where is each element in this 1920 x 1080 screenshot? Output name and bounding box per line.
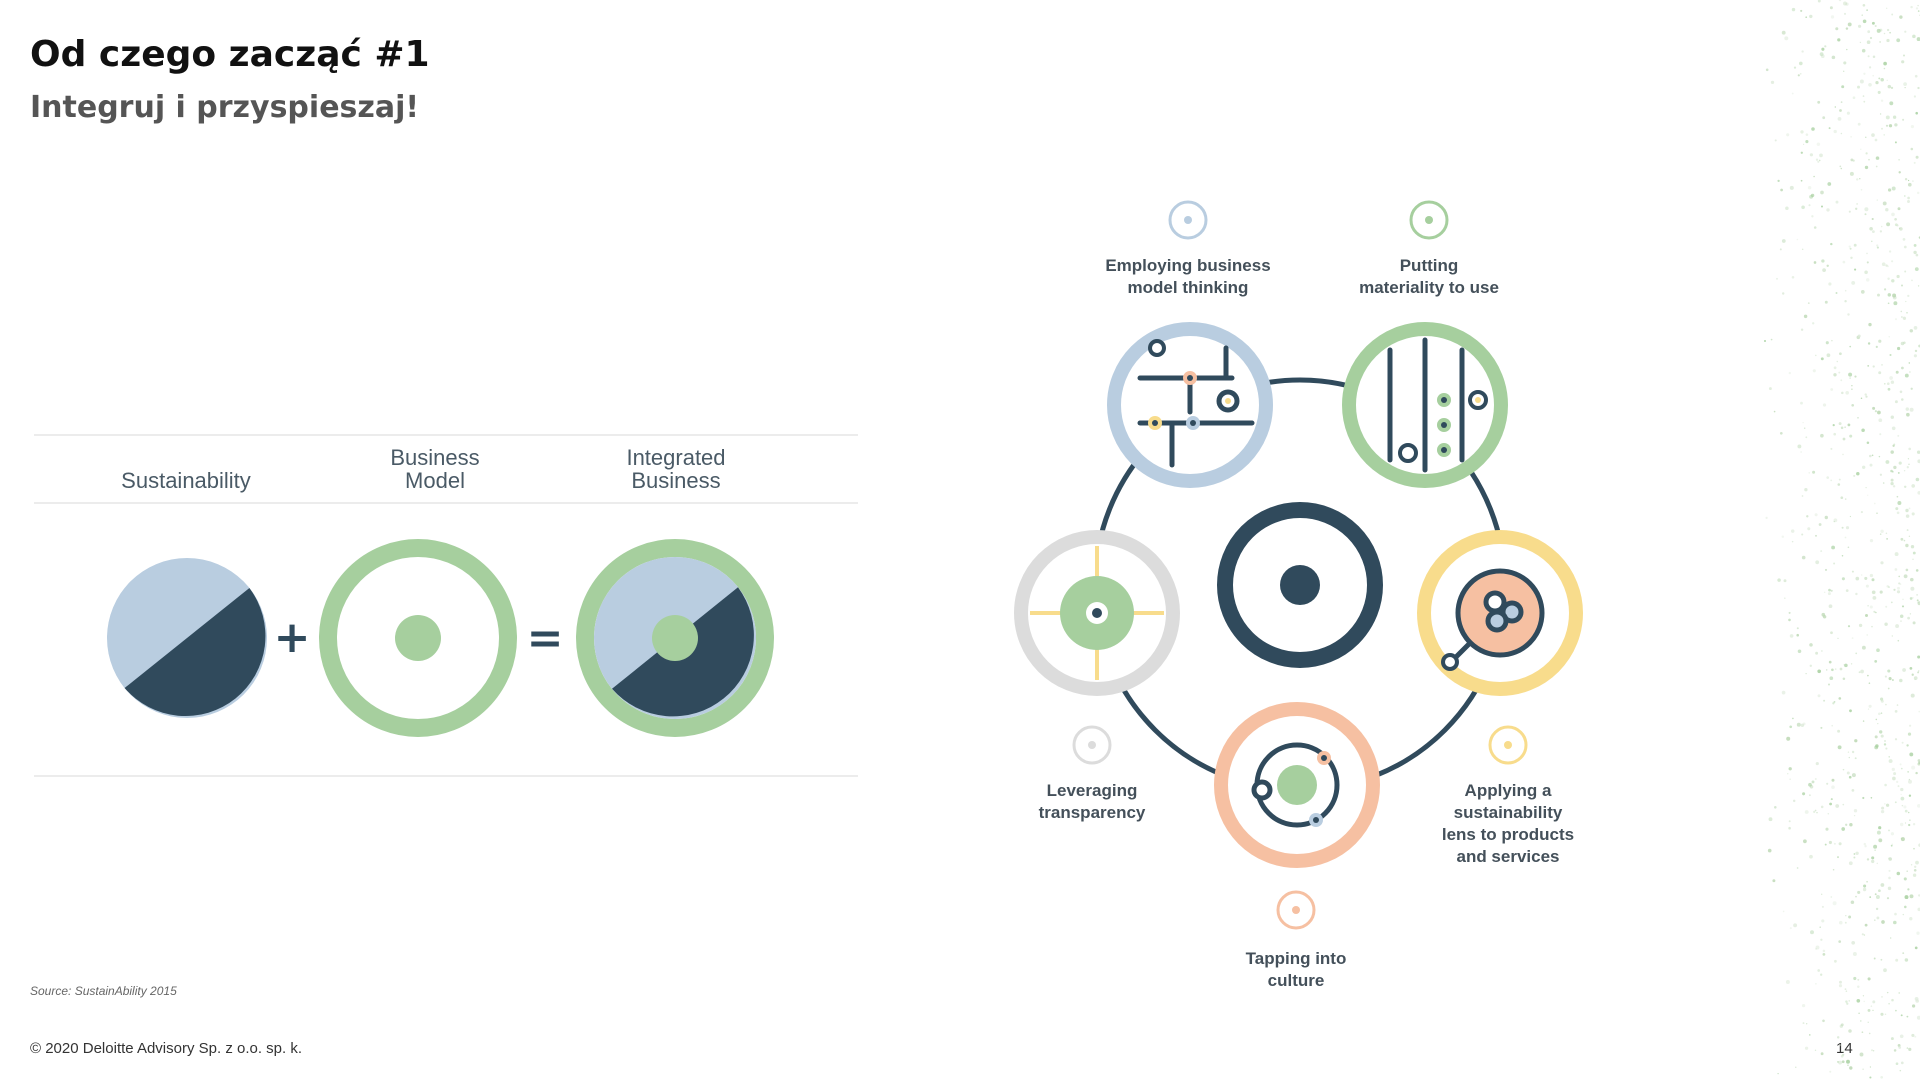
- integrated-business-circle: [576, 539, 774, 737]
- page-number: 14: [1836, 1040, 1853, 1057]
- business-model-circle: [319, 539, 517, 737]
- copyright-note: © 2020 Deloitte Advisory Sp. z o.o. sp. …: [30, 1040, 303, 1057]
- business-model-label: Business Model: [390, 445, 480, 493]
- business-model-node-icon: [1107, 322, 1273, 488]
- culture-marker-icon: [1276, 890, 1316, 930]
- culture-node-icon: [1214, 702, 1380, 868]
- equation-diagram: + = Sustainability Business Model Integr…: [34, 433, 858, 778]
- employing-marker-icon: [1168, 200, 1208, 240]
- wheel-graphic: [1014, 200, 1583, 930]
- integrated-business-label: Integrated Business: [626, 445, 726, 493]
- equals-sign: =: [527, 613, 564, 664]
- decorative-dot-texture: [1763, 0, 1920, 1079]
- materiality-marker-icon: [1409, 200, 1449, 240]
- lens-marker-icon: [1488, 725, 1528, 765]
- center-target-icon: [1217, 502, 1383, 668]
- transparency-node-icon: [1014, 530, 1180, 696]
- transparency-marker-icon: [1072, 725, 1112, 765]
- plus-sign: +: [274, 612, 311, 663]
- materiality-node-icon: [1342, 322, 1508, 488]
- equation-graphic: + =: [34, 434, 858, 777]
- slide-title: Od czego zacząć #1: [30, 34, 430, 75]
- sustainability-circle: [107, 558, 267, 718]
- sustainability-label: Sustainability: [121, 468, 251, 493]
- source-note: Source: SustainAbility 2015: [30, 984, 177, 998]
- sustainability-lens-node-icon: [1417, 530, 1583, 696]
- slide-subtitle: Integruj i przyspieszaj!: [30, 90, 420, 125]
